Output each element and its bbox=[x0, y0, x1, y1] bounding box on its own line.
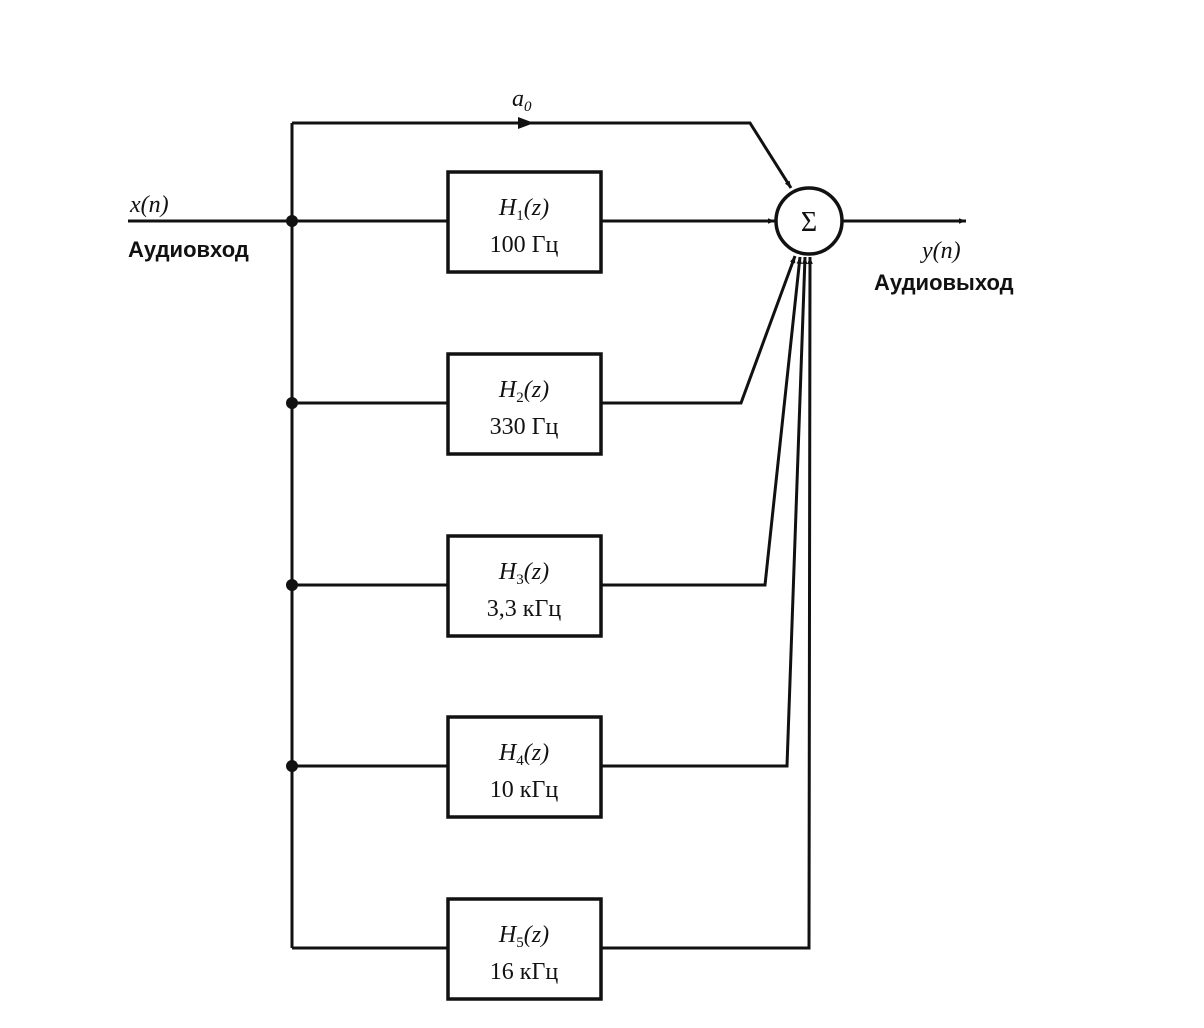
bypass-arrow-icon bbox=[518, 117, 534, 129]
filter-frequency: 16 кГц bbox=[490, 959, 559, 985]
branch-output-wire bbox=[601, 256, 803, 587]
svg-text:H1(z): H1(z) bbox=[498, 195, 549, 224]
input-label: Аудиовход bbox=[128, 237, 249, 262]
filter-block-5: H5(z) 16 кГц bbox=[446, 897, 603, 1001]
svg-text:H2(z): H2(z) bbox=[498, 377, 549, 406]
filter-frequency: 10 кГц bbox=[490, 777, 559, 803]
svg-text:H5(z): H5(z) bbox=[498, 922, 549, 951]
filter-block-1: H1(z) 100 Гц bbox=[446, 170, 603, 274]
bypass-wire bbox=[292, 121, 793, 189]
filter-block-4: H4(z) 10 кГц bbox=[446, 715, 603, 819]
svg-text:H4(z): H4(z) bbox=[498, 740, 549, 769]
branch-output-wire bbox=[601, 256, 813, 950]
input-signal: x(n) bbox=[129, 192, 169, 218]
output-signal: y(n) bbox=[920, 238, 961, 264]
filter-frequency: 100 Гц bbox=[490, 232, 559, 258]
filter-frequency: 330 Гц bbox=[490, 414, 559, 440]
filter-block-2: H2(z) 330 Гц bbox=[446, 352, 603, 456]
svg-text:H3(z): H3(z) bbox=[498, 559, 549, 588]
junction-node bbox=[286, 215, 298, 227]
branch-output-wire bbox=[601, 255, 797, 405]
filter-frequency: 3,3 кГц bbox=[487, 596, 562, 622]
filter-block-3: H3(z) 3,3 кГц bbox=[446, 534, 603, 638]
bypass-gain: a0 bbox=[512, 86, 532, 115]
summer-symbol: Σ bbox=[801, 207, 817, 238]
branch-output-wire bbox=[601, 256, 808, 768]
output-label: Аудиовыход bbox=[874, 270, 1014, 295]
